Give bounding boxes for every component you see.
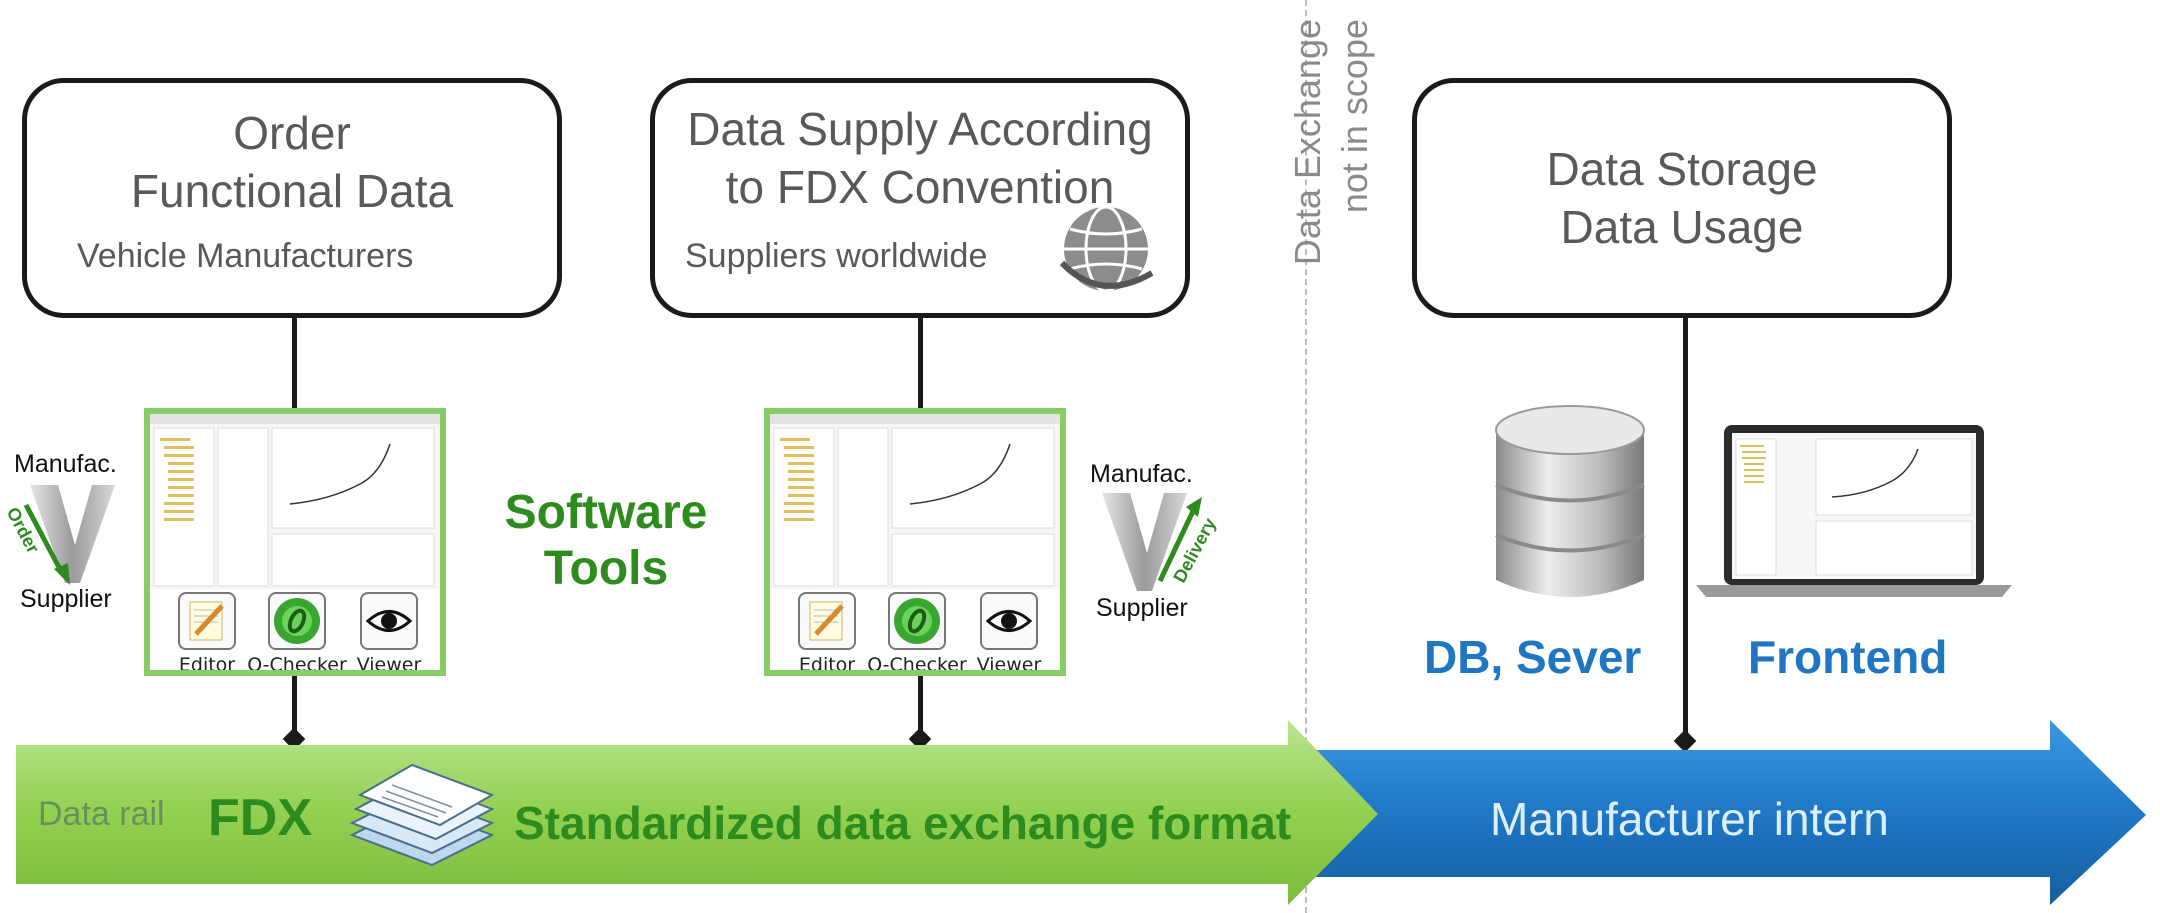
viewer-label: Viewer	[356, 654, 422, 676]
supply-title-line2: to FDX Convention	[725, 161, 1115, 213]
rail-label: Data rail	[38, 795, 165, 833]
order-box: Order Functional Data Vehicle Manufactur…	[22, 78, 562, 318]
db-server-label: DB, Sever	[1424, 631, 1642, 683]
software-panel-supply: Editor Q-Checker Viewer	[764, 408, 1066, 676]
documents-icon	[349, 763, 495, 867]
app-screenshot	[770, 414, 1060, 589]
software-tools-line1: Software	[504, 486, 708, 539]
storage-title-line2: Data Usage	[1560, 201, 1804, 253]
order-title-line1: Order	[233, 107, 351, 159]
supply-title-line1: Data Supply According	[687, 103, 1153, 155]
editor-label: Editor	[178, 654, 236, 676]
delivery-v-icon	[1102, 493, 1202, 591]
software-panel-order: Editor Q-Checker Viewer	[144, 408, 446, 676]
frontend-label: Frontend	[1748, 631, 1948, 683]
qchecker-label: Q-Checker	[247, 654, 347, 676]
order-v-icon	[23, 485, 115, 585]
app-screenshot	[150, 414, 440, 589]
order-flow-bottom: Supplier	[20, 585, 112, 613]
order-flow-top: Manufac.	[14, 450, 117, 478]
editor-label: Editor	[798, 654, 856, 676]
order-subtitle: Vehicle Manufacturers	[77, 237, 414, 275]
supply-subtitle: Suppliers worldwide	[685, 237, 988, 275]
software-tools-line2: Tools	[543, 542, 669, 595]
qchecker-icon[interactable]	[888, 592, 946, 650]
manufacturer-intern-label: Manufacturer intern	[1490, 793, 1889, 845]
qchecker-label: Q-Checker	[867, 654, 967, 676]
fdx-label: FDX	[208, 789, 312, 847]
order-title-line2: Functional Data	[130, 165, 454, 217]
delivery-flow-bottom: Supplier	[1096, 594, 1188, 622]
storage-box: Data Storage Data Usage	[1412, 78, 1952, 318]
manufacturer-intern-rail	[1300, 720, 2146, 905]
scope-note-line1: Data Exchange	[1287, 19, 1328, 266]
delivery-flow-top: Manufac.	[1090, 460, 1193, 488]
supply-box: Data Supply According to FDX Convention …	[650, 78, 1190, 318]
connector-storage	[1683, 310, 1688, 742]
scope-separator	[1305, 0, 1307, 913]
data-rail-arrows	[16, 720, 2146, 905]
standard-format-label: Standardized data exchange format	[514, 797, 1292, 849]
viewer-icon[interactable]	[980, 592, 1038, 650]
laptop-icon	[1696, 425, 2012, 597]
editor-icon[interactable]	[798, 592, 856, 650]
globe-icon	[1060, 205, 1154, 293]
scope-note: Data Exchange not in scope	[1250, 18, 1375, 278]
storage-title-line1: Data Storage	[1546, 143, 1818, 195]
standardized-format-rail	[16, 720, 1378, 905]
qchecker-icon[interactable]	[268, 592, 326, 650]
database-icon	[1495, 405, 1645, 597]
viewer-icon[interactable]	[360, 592, 418, 650]
viewer-label: Viewer	[976, 654, 1042, 676]
scope-note-line2: not in scope	[1334, 19, 1375, 214]
software-tools-label: Software Tools	[486, 485, 726, 597]
editor-icon[interactable]	[178, 592, 236, 650]
